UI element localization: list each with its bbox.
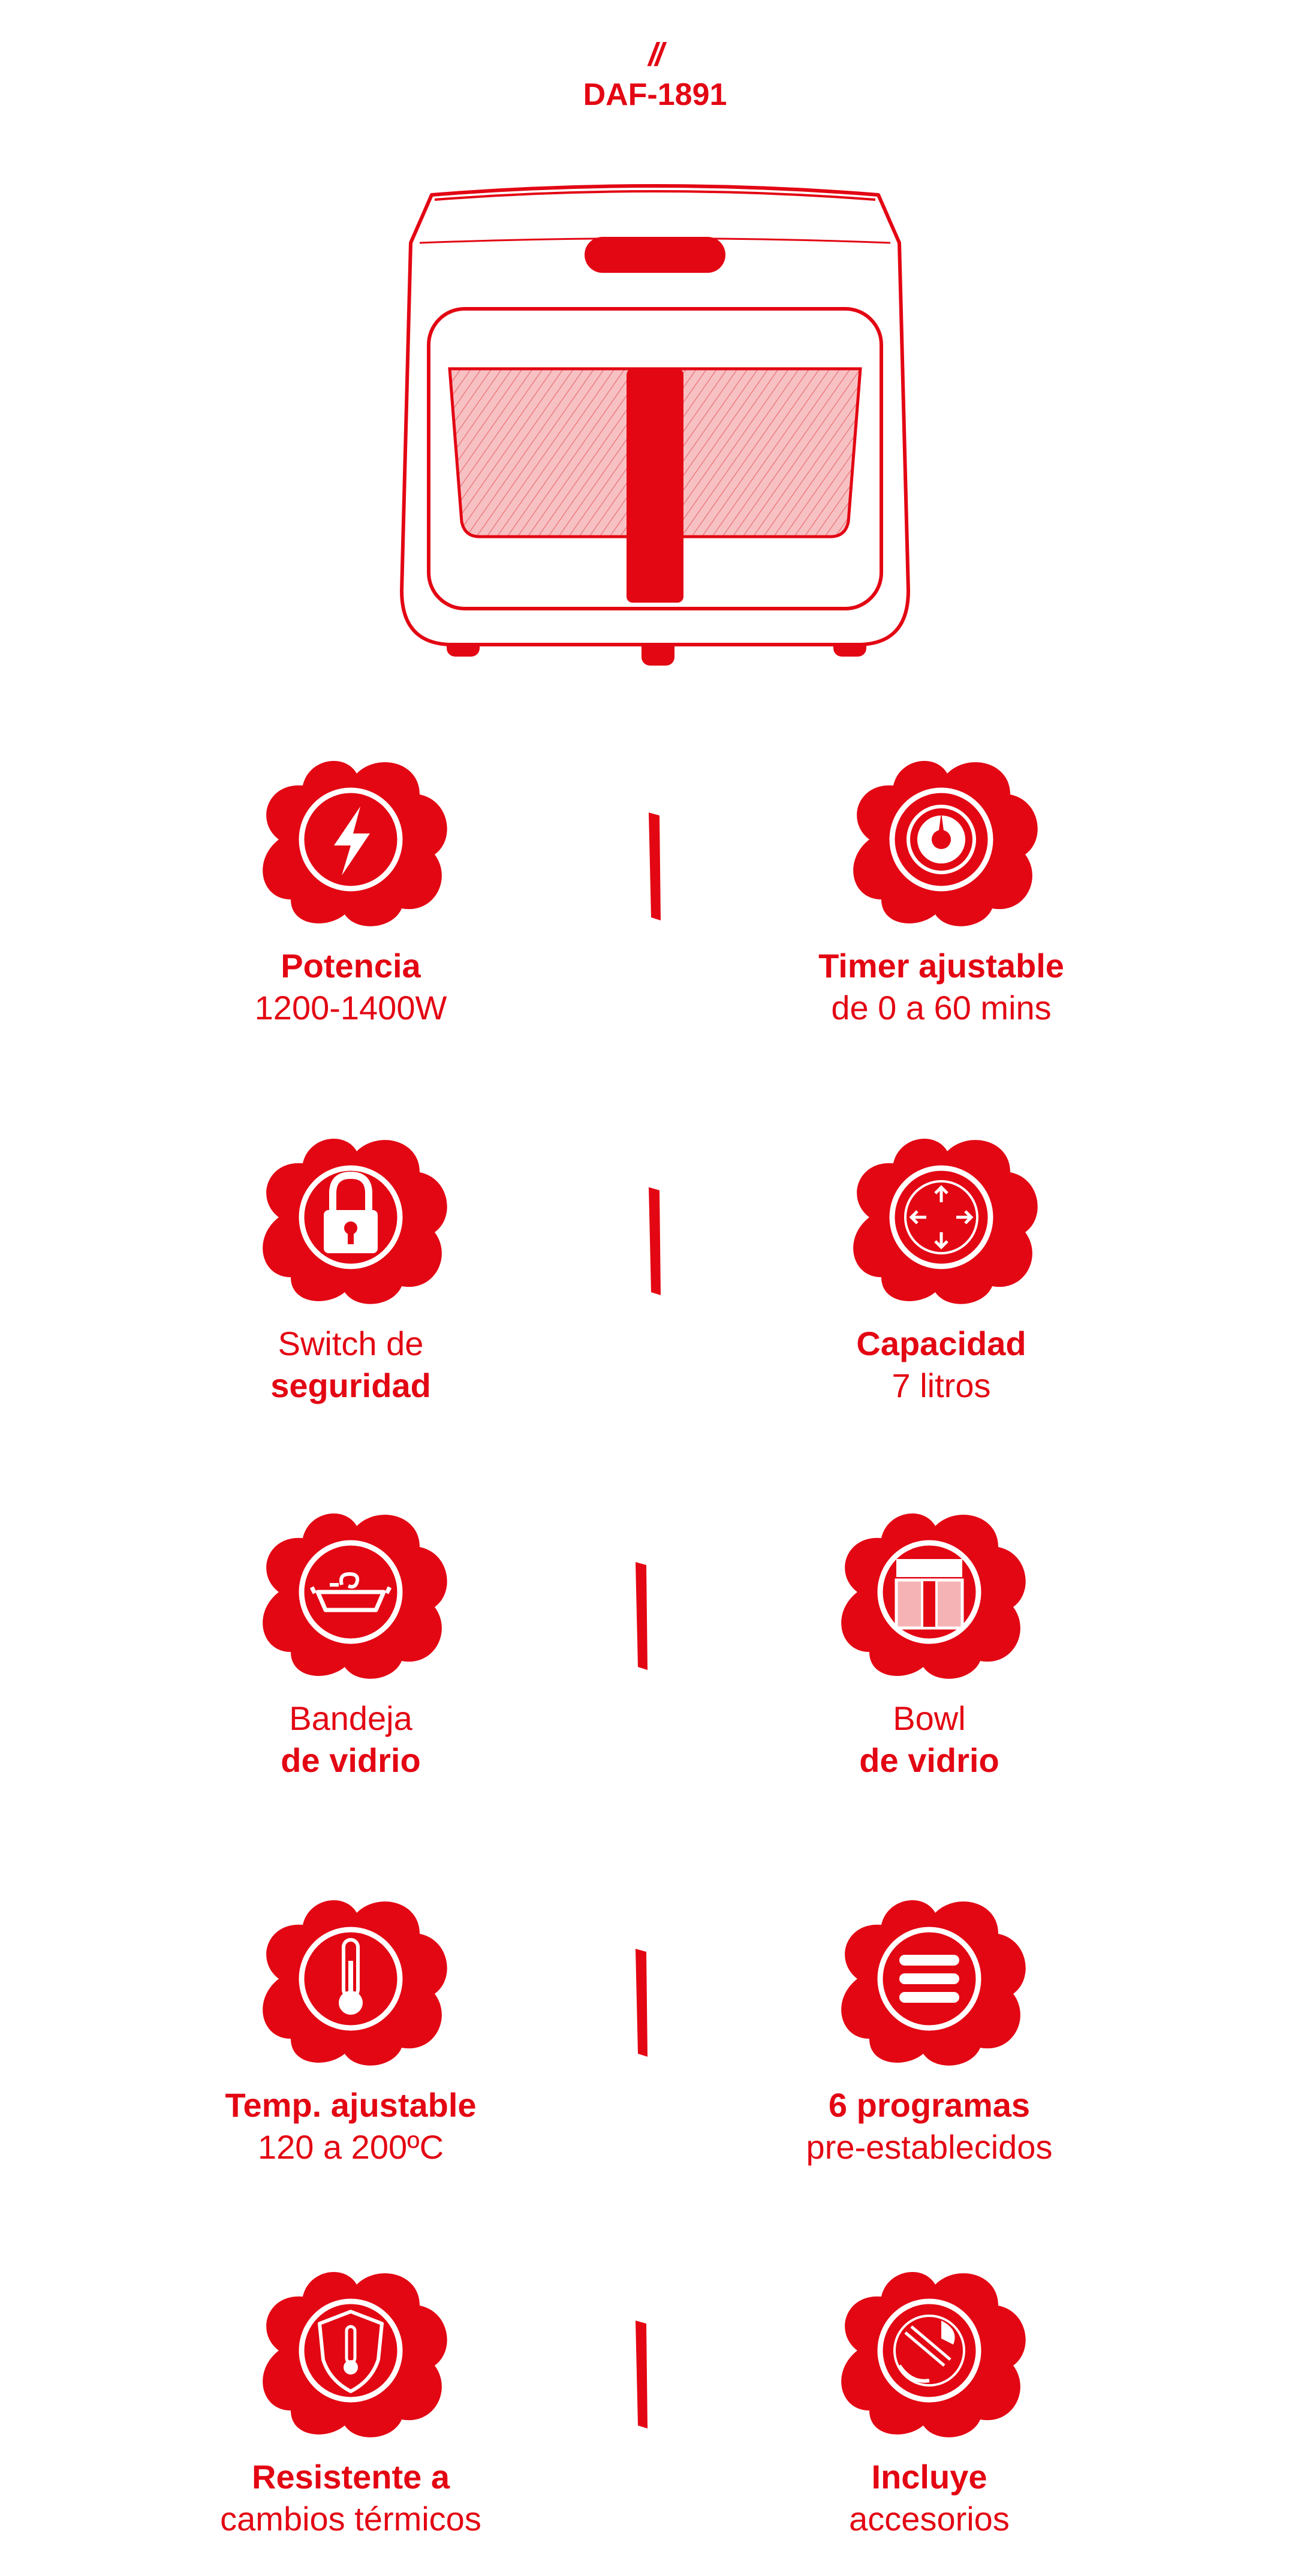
feature-glass-tray: Bandeja de vidrio: [123, 1502, 579, 1781]
accessories-icon: [841, 2271, 1026, 2437]
feature-capacity: Capacidad 7 litros: [713, 1127, 1169, 1407]
glass-tray-icon: [263, 1513, 447, 1679]
divider-5: [636, 2321, 648, 2428]
feature-detail: 7 litros: [892, 1367, 991, 1404]
feature-title: Capacidad: [856, 1325, 1026, 1362]
divider-4: [636, 1949, 648, 2057]
thermal-shield-icon: [263, 2271, 447, 2437]
feature-detail: 120 a 200ºC: [257, 2128, 444, 2166]
air-fryer-illustration: [400, 184, 910, 666]
capacity-arrows-icon: [853, 1138, 1038, 1304]
door-handle: [627, 369, 683, 603]
feature-glass-bowl: Bowl de vidrio: [701, 1502, 1157, 1781]
feature-title: de vidrio: [859, 1741, 999, 1779]
feature-detail: pre-establecidos: [806, 2128, 1053, 2166]
model-name: DAF-1891: [583, 77, 727, 112]
padlock-icon: [263, 1138, 447, 1304]
feature-detail: 1200-1400W: [254, 989, 447, 1027]
feature-title: de vidrio: [281, 1741, 421, 1779]
feature-title: Timer ajustable: [818, 947, 1064, 985]
feature-thermal-resistance: Resistente a cambios térmicos: [123, 2261, 579, 2540]
feature-title: Incluye: [871, 2458, 987, 2496]
feature-title: Potencia: [281, 947, 421, 985]
feature-power: Potencia 1200-1400W: [123, 750, 579, 1029]
feature-detail: de 0 a 60 mins: [831, 989, 1052, 1027]
divider-3: [636, 1562, 648, 1670]
feature-temperature: Temp. ajustable 120 a 200ºC: [123, 1889, 579, 2168]
feature-title: seguridad: [270, 1367, 431, 1404]
header-mark: //: [648, 37, 664, 73]
feature-detail: Bandeja: [289, 1699, 412, 1737]
feature-detail: accesorios: [849, 2500, 1010, 2538]
feature-timer: Timer ajustable de 0 a 60 mins: [713, 750, 1169, 1029]
timer-dial-icon: [853, 760, 1038, 926]
programs-menu-icon: [841, 1900, 1026, 2066]
feature-title: 6 programas: [828, 2086, 1031, 2124]
divider-1: [649, 812, 661, 920]
divider-2: [649, 1187, 661, 1295]
glass-bowl-icon: [841, 1513, 1026, 1679]
control-display: [585, 237, 725, 273]
feature-detail: Bowl: [893, 1699, 966, 1737]
feature-detail: cambios térmicos: [220, 2500, 481, 2538]
feature-title: Temp. ajustable: [225, 2086, 477, 2124]
feature-programs: 6 programas pre-establecidos: [701, 1889, 1157, 2168]
feature-title: Resistente a: [252, 2458, 450, 2496]
feature-safety-switch: Switch de seguridad: [123, 1127, 579, 1407]
thermometer-icon: [263, 1900, 447, 2066]
feature-detail: Switch de: [278, 1325, 424, 1362]
lightning-icon: [263, 760, 447, 926]
feature-accessories: Incluye accesorios: [701, 2261, 1157, 2540]
